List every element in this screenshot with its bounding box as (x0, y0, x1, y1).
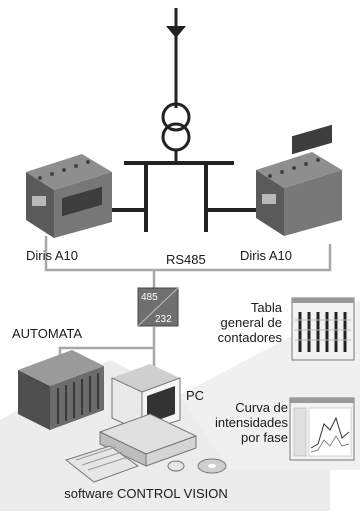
curve-caption-line-2: intensidades (215, 415, 288, 430)
plc-device (18, 350, 104, 430)
arrow-down-icon (166, 26, 186, 38)
meter-left-label: Diris A10 (26, 248, 79, 263)
converter-label-485: 485 (141, 292, 158, 303)
table-caption-line-2: general de (220, 315, 282, 330)
mouse-icon (167, 460, 185, 472)
converter-box (137, 287, 179, 327)
software-label: software CONTROL VISION (64, 486, 228, 501)
curve-screenshot (289, 397, 355, 461)
converter-label-232: 232 (155, 314, 172, 325)
curve-caption: Curva de intensidades por fase (215, 400, 288, 445)
table-screenshot (291, 297, 355, 361)
transformer-icon (161, 102, 191, 152)
table-caption-line-1: Tabla (250, 300, 282, 315)
busbar (100, 161, 256, 232)
plc-label: AUTOMATA (12, 326, 83, 341)
meter-right-device (256, 124, 342, 236)
rs485-label: RS485 (166, 252, 206, 267)
supply-line (166, 8, 186, 108)
meter-right-label: Diris A10 (240, 248, 293, 263)
curve-caption-line-3: por fase (241, 430, 288, 445)
table-caption-line-3: contadores (217, 330, 282, 345)
meter-left-device (26, 154, 112, 238)
table-caption: Tabla general de contadores (218, 300, 282, 345)
pc-label: PC (186, 388, 205, 403)
rs485-bus (44, 236, 332, 288)
pc-device (64, 364, 227, 483)
curve-caption-line-1: Curva de (235, 400, 288, 415)
